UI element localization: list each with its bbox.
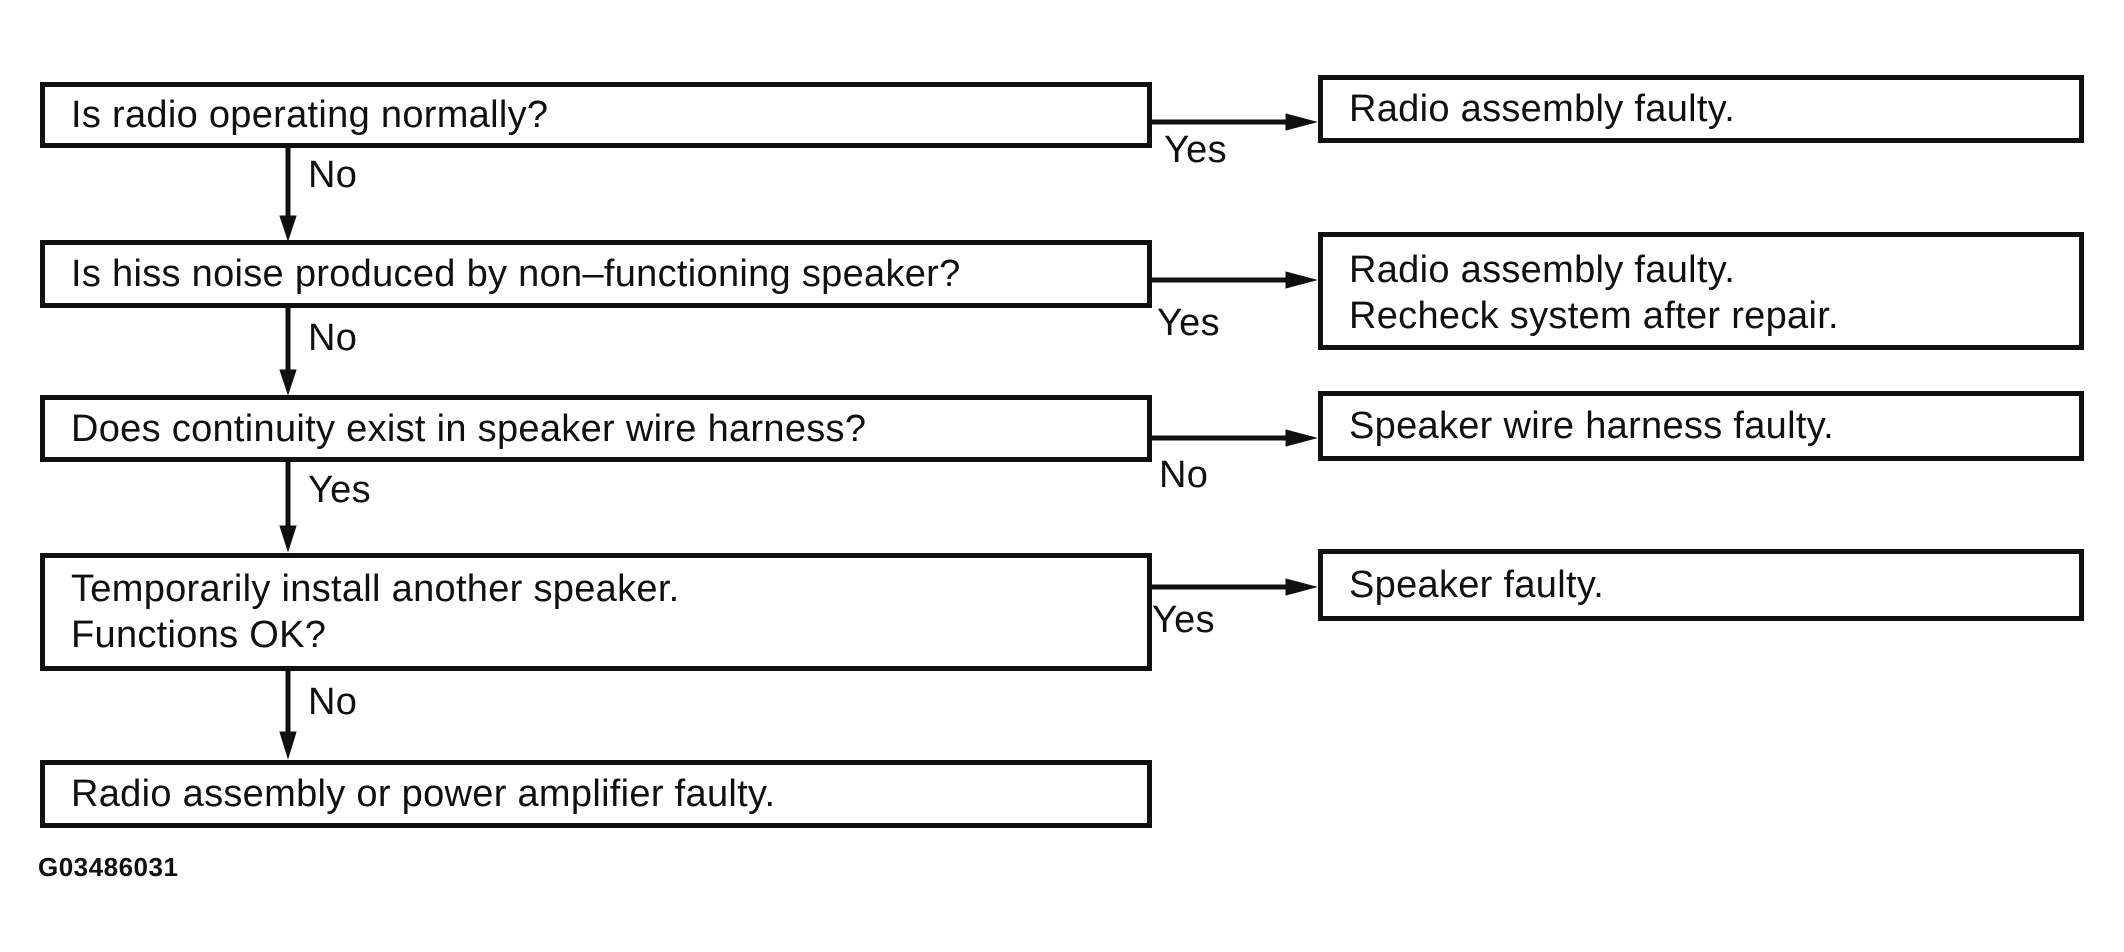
flow-box-final-result: Radio assembly or power amplifier faulty… bbox=[40, 760, 1152, 828]
flow-box-question-3: Does continuity exist in speaker wire ha… bbox=[40, 395, 1152, 462]
arrow-step1-down bbox=[279, 148, 297, 242]
question-3-text: Does continuity exist in speaker wire ha… bbox=[71, 407, 867, 450]
edge-label-step2-side: Yes bbox=[1157, 302, 1220, 344]
flow-box-result-2: Radio assembly faulty. Recheck system af… bbox=[1318, 232, 2084, 350]
result-3-text: Speaker wire harness faulty. bbox=[1349, 405, 1835, 447]
question-1-text: Is radio operating normally? bbox=[71, 94, 549, 136]
arrow-step3-side bbox=[1152, 429, 1318, 447]
arrow-step2-down bbox=[279, 308, 297, 396]
edge-label-step4-side: Yes bbox=[1152, 599, 1215, 641]
flow-box-question-4: Temporarily install another speaker. Fun… bbox=[40, 553, 1152, 671]
flow-box-question-2: Is hiss noise produced by non–functionin… bbox=[40, 240, 1152, 308]
result-4-text: Speaker faulty. bbox=[1349, 564, 1605, 606]
question-4-text-line1: Temporarily install another speaker. bbox=[71, 568, 680, 610]
flow-box-result-3: Speaker wire harness faulty. bbox=[1318, 391, 2084, 461]
flow-box-question-1: Is radio operating normally? bbox=[40, 82, 1152, 148]
flow-box-result-4: Speaker faulty. bbox=[1318, 549, 2084, 621]
edge-label-step4-down: No bbox=[308, 681, 358, 723]
result-2-text-line2: Recheck system after repair. bbox=[1349, 295, 1839, 337]
edge-label-step2-down: No bbox=[308, 317, 358, 359]
question-2-text: Is hiss noise produced by non–functionin… bbox=[71, 253, 961, 295]
edge-label-step3-down: Yes bbox=[308, 469, 371, 511]
question-4-text-line2: Functions OK? bbox=[71, 614, 327, 656]
result-2-text-line1: Radio assembly faulty. bbox=[1349, 249, 1736, 291]
figure-id-caption: G03486031 bbox=[38, 852, 179, 882]
arrow-step4-down bbox=[279, 671, 297, 760]
arrow-step1-side bbox=[1152, 113, 1318, 131]
arrow-step4-side bbox=[1152, 578, 1318, 596]
edge-label-step1-side: Yes bbox=[1164, 129, 1227, 171]
final-result-text: Radio assembly or power amplifier faulty… bbox=[71, 773, 776, 815]
arrow-step2-side bbox=[1152, 271, 1318, 289]
edge-label-step1-down: No bbox=[308, 154, 358, 196]
flow-box-result-1: Radio assembly faulty. bbox=[1318, 75, 2084, 143]
edge-label-step3-side: No bbox=[1159, 454, 1209, 496]
arrow-step3-down bbox=[279, 462, 297, 553]
result-1-text: Radio assembly faulty. bbox=[1349, 88, 1736, 130]
